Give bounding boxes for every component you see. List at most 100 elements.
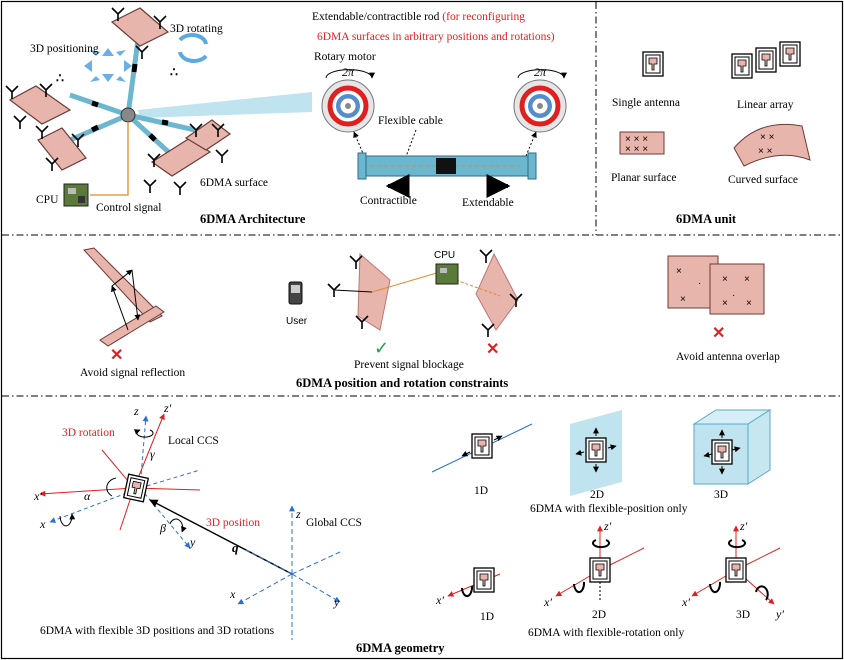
caption-position-only: 6DMA with flexible-position only: [530, 503, 688, 515]
curved-surface-icon: × × × ×: [733, 123, 811, 167]
svg-text:×: ×: [746, 298, 752, 309]
svg-text:×: ×: [676, 266, 682, 277]
axis-z-prime: z′: [163, 401, 172, 415]
label-3d-positioning: 3D positioning: [30, 43, 99, 55]
svg-text:×: ×: [744, 274, 750, 285]
axis-z: z: [133, 404, 139, 418]
cross-icon: ✕: [486, 341, 499, 358]
dots-1: ∴: [56, 71, 64, 85]
label-2pi-right: 2π: [534, 65, 547, 79]
global-z: z: [295, 507, 301, 521]
rotary-motor-icon: 2π: [321, 65, 375, 133]
angle-alpha: α: [84, 489, 91, 503]
label-cpu: CPU: [36, 194, 59, 206]
svg-text:× ×: × ×: [758, 146, 773, 157]
caption-architecture: 6DMA Architecture: [200, 212, 306, 226]
caption-rotation-only: 6DMA with flexible-rotation only: [528, 627, 684, 639]
linear-array-icon: [731, 41, 801, 79]
angle-gamma: γ: [150, 447, 155, 461]
svg-text:×: ×: [722, 298, 728, 309]
rot-y-prime-3: y′: [775, 607, 784, 621]
svg-text:×: ×: [680, 294, 686, 305]
local-antenna-unit: [123, 473, 149, 503]
position-arrows-icon: [84, 48, 132, 82]
svg-text:·: ·: [698, 278, 701, 289]
label-global-ccs: Global CCS: [306, 517, 362, 529]
rot-2d-unit: [589, 557, 611, 583]
rot-z-prime-3: z′: [739, 519, 748, 533]
zoom-beam: [138, 92, 312, 118]
single-antenna-icon: [642, 51, 664, 77]
label-avoid-reflection: Avoid signal reflection: [80, 367, 185, 379]
cpu-chip-icon: [63, 183, 89, 207]
label-flexible-cable: Flexible cable: [378, 115, 443, 127]
rod-title-red: 6DMA surfaces in arbitrary positions and…: [317, 31, 555, 43]
label-3d-position: 3D position: [206, 517, 260, 529]
hub: [120, 107, 136, 123]
label-linear-array: Linear array: [737, 99, 794, 111]
rot-x-prime-1: x′: [435, 593, 444, 607]
control-signal-line: [90, 122, 129, 196]
svg-text:×: ×: [722, 274, 728, 285]
label-control-signal: Control signal: [96, 202, 162, 214]
pos-2d-unit: [585, 437, 607, 463]
label-rotary-motor: Rotary motor: [314, 51, 376, 63]
angle-beta: β: [159, 521, 166, 535]
label-contractible: Contractible: [360, 195, 417, 207]
cpu-chip-icon: [435, 263, 459, 285]
label-avoid-overlap: Avoid antenna overlap: [676, 351, 780, 363]
label-rot-1d: 1D: [480, 611, 494, 623]
label-cpu-constraints: CPU: [434, 250, 455, 261]
rotate-arrows-icon: [178, 33, 208, 63]
label-q: q: [232, 540, 239, 555]
cross-icon: ✕: [110, 347, 123, 364]
geometry-panel: 3D rotation Local CCS z z′ x′ x y α β γ …: [33, 401, 784, 655]
pos-3d-unit: [711, 439, 733, 465]
rot-x-prime-2: x′: [543, 595, 552, 609]
label-2pi-left: 2π: [342, 65, 355, 79]
rods: [69, 39, 196, 160]
check-icon: ✓: [374, 338, 389, 359]
svg-text:× ×: × ×: [760, 132, 775, 143]
axis-x-prime: x′: [33, 489, 42, 503]
rod-title: Extendable/contractible rod (for reconfi…: [312, 11, 525, 23]
pos-1d-unit: [471, 433, 493, 459]
svg-text:·: ·: [732, 290, 735, 301]
label-rot-2d: 2D: [592, 609, 606, 621]
cross-icon: ✕: [712, 325, 725, 342]
constraints-panel: ✕ Avoid signal reflection User CPU ✓ ✕ P…: [80, 247, 780, 390]
global-y: y: [333, 595, 340, 609]
global-x: x: [229, 587, 236, 601]
caption-flexible-3d: 6DMA with flexible 3D positions and 3D r…: [40, 625, 275, 637]
label-rot-3d: 3D: [736, 609, 750, 621]
label-planar-surface: Planar surface: [611, 172, 676, 184]
axis-y: y: [189, 535, 196, 549]
label-extendable: Extendable: [462, 197, 514, 209]
unit-panel: Single antenna Linear array × × × × × × …: [611, 41, 811, 226]
label-3d-rotating: 3D rotating: [170, 23, 223, 35]
svg-text:× × ×: × × ×: [625, 144, 648, 155]
label-local-ccs: Local CCS: [168, 435, 219, 447]
axis-x: x: [39, 517, 46, 531]
dots-2: ∴: [170, 65, 178, 79]
planar-surface-icon: × × × × × ×: [619, 131, 665, 155]
label-curved-surface: Curved surface: [728, 174, 798, 186]
surfaces: [8, 7, 232, 177]
architecture-panel: ∴ ∴ 3D positioning 3D rotating 6DMA surf…: [5, 7, 567, 226]
label-prevent-blockage: Prevent signal blockage: [354, 359, 464, 371]
rotary-motor-icon: 2π: [513, 65, 567, 133]
label-3d-rotation: 3D rotation: [62, 427, 115, 439]
rot-x-prime-3: x′: [681, 595, 690, 609]
label-pos-3d: 3D: [714, 489, 728, 501]
label-6dma-surface: 6DMA surface: [200, 177, 268, 189]
caption-constraints: 6DMA position and rotation constraints: [296, 376, 508, 390]
label-user: User: [286, 316, 308, 327]
label-pos-2d: 2D: [590, 489, 604, 501]
svg-text:× × ×: × × ×: [625, 134, 648, 145]
caption-geometry: 6DMA geometry: [356, 641, 445, 655]
rot-z-prime-2: z′: [603, 519, 612, 533]
label-single-antenna: Single antenna: [612, 97, 680, 109]
